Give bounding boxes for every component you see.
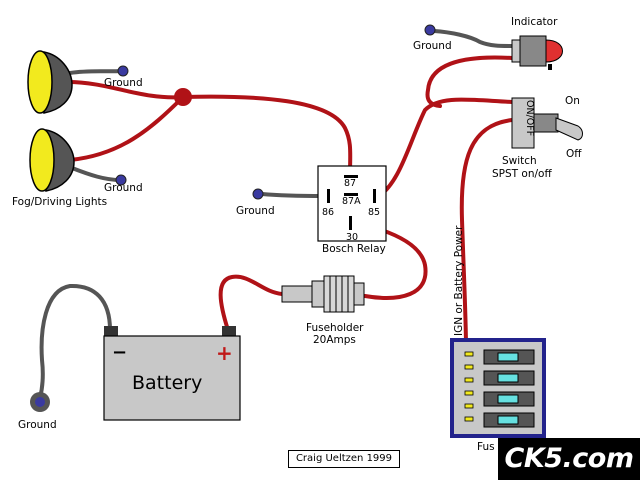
switch-on-label: On [565,95,580,107]
ground-label-fog-top: Ground [104,77,143,89]
wire-indicator [425,55,514,108]
wire-top-lamp-to-junction [66,80,185,100]
ground-wires [38,29,514,400]
fuse-box-label: Fus [477,441,495,453]
ground-label-battery: Ground [18,419,57,431]
ground-label-fog-bottom: Ground [104,182,143,194]
power-source-label: IGN or Battery Power [453,225,465,336]
battery-label: Battery [132,372,202,394]
indicator-light [511,35,563,70]
battery-minus: − [112,342,127,363]
ground-label-relay: Ground [236,205,275,217]
wire-junction-to-relay-87 [181,94,353,176]
battery [103,326,241,421]
fuseholder [281,275,365,313]
fuseholder-label: Fuseholder [306,322,364,334]
wire-switch-to-fusebox [459,118,514,350]
fog-light-bottom [29,128,75,192]
relay-pin-30: 30 [346,232,358,243]
ground-terminal-relay [252,188,264,200]
wire-relay-85-to-switch [374,97,514,200]
ground-wire-battery [38,283,112,400]
relay-name: Bosch Relay [322,243,386,255]
wire-junction [174,88,192,106]
ground-terminal-battery [30,392,50,412]
fuse-box [450,338,546,438]
watermark-logo: CK5.com [498,438,640,480]
author-credit: Craig Ueltzen 1999 [288,450,400,468]
switch-off-label: Off [566,148,582,160]
ground-wire-relay [260,192,325,198]
fog-lights-label: Fog/Driving Lights [12,196,107,208]
battery-plus: + [216,341,233,365]
fuseholder-rating: 20Amps [313,334,356,346]
switch-type: SPST on/off [492,168,552,180]
indicator-label: Indicator [511,16,558,28]
ground-terminals [115,24,436,200]
ground-terminal-indicator [424,24,436,36]
switch-onoff-text: ON/OFF [524,100,535,136]
relay-pin-87a: 87A [342,196,361,207]
fog-light-top [27,50,73,114]
toggle-switch [511,97,583,149]
relay [317,165,387,242]
ground-wire-indicator [432,29,514,48]
relay-pin-86: 86 [322,207,334,218]
ground-wire-top-lamp [68,69,124,75]
ground-terminal-fog-bottom [115,174,127,186]
wire-battery-to-fuseholder [218,274,284,332]
ground-terminal-fog-top [117,65,129,77]
power-wires [66,55,514,350]
switch-name: Switch [502,155,537,167]
relay-pin-85: 85 [368,207,380,218]
wire-bottom-lamp-to-junction [68,95,185,162]
relay-pin-87: 87 [344,178,356,189]
ground-label-indicator: Ground [413,40,452,52]
ground-wire-bottom-lamp [70,166,122,182]
